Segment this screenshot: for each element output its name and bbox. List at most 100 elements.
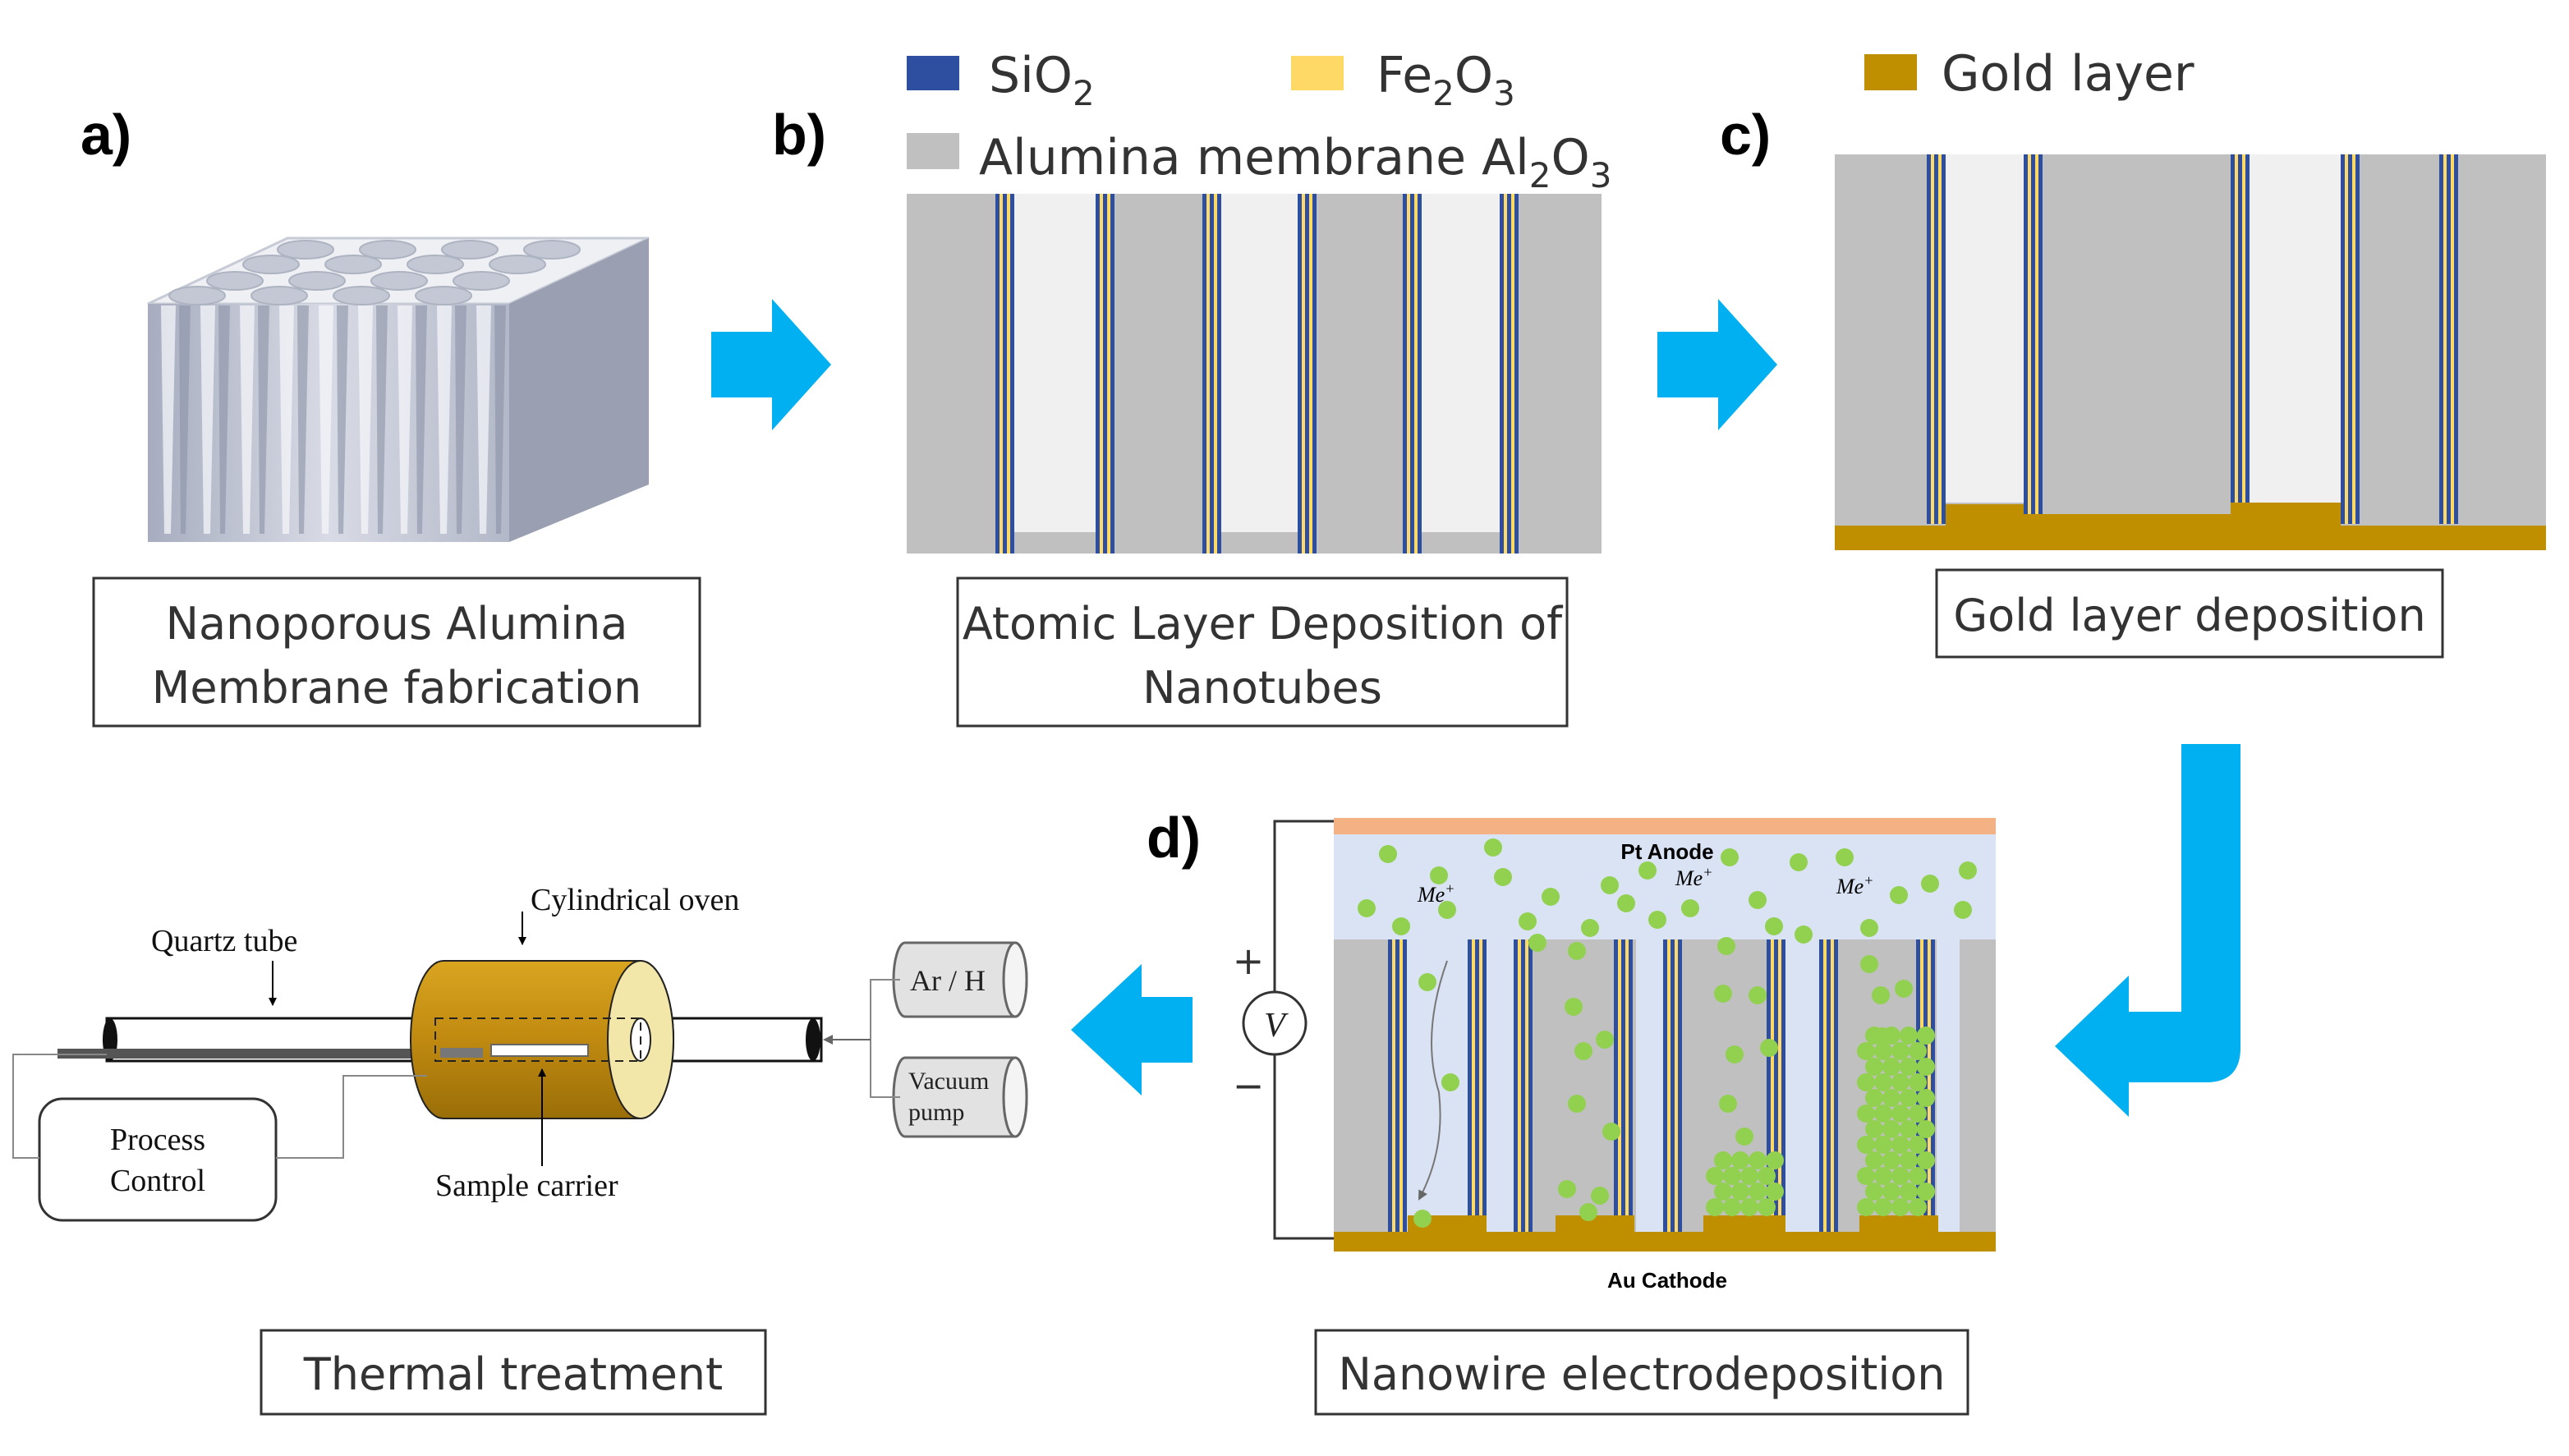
- metal-ion: [1795, 926, 1813, 944]
- metal-ion: [1542, 888, 1560, 906]
- pore-channel-highlight: [358, 305, 373, 534]
- sample-carrier: [490, 1044, 589, 1057]
- nanowire-deposit: [1882, 1058, 1900, 1076]
- control-wire-right: [276, 1075, 427, 1159]
- pore-channel-shadow: [218, 305, 230, 534]
- metal-ion: [1528, 934, 1546, 952]
- process-arrow-b-to-c: [1657, 299, 1777, 430]
- nanowire-deposit: [1917, 1027, 1935, 1045]
- nanowire-deposit: [1857, 1042, 1875, 1060]
- metal-ion: [1438, 901, 1456, 919]
- nanotube-wall-layer: [1514, 194, 1519, 553]
- legend-swatch-sio2: [907, 56, 959, 90]
- nanotube-wall-layer: [2231, 154, 2235, 524]
- nanowire-deposit: [1865, 1089, 1883, 1107]
- nanotube-wall-layer: [1511, 194, 1514, 553]
- caption-box-a: Nanoporous Alumina Membrane fabrication: [92, 576, 701, 728]
- pore-opening: [250, 286, 308, 305]
- pore-channel: [1946, 154, 2024, 503]
- pore-channel: [2250, 154, 2341, 503]
- pore-opening: [206, 271, 264, 291]
- gas-manifold: [870, 979, 900, 1098]
- gas-cylinder: [892, 941, 1028, 1018]
- nanowire-deposit: [1909, 1136, 1927, 1154]
- nanotube-wall-layer: [1778, 939, 1781, 1237]
- nanotube-wall-layer: [1472, 939, 1475, 1237]
- nanowire-deposit: [1909, 1105, 1927, 1123]
- nanotube-wall-layer: [1399, 939, 1403, 1237]
- nanowire-deposit: [1865, 1058, 1883, 1076]
- nanotube-wall-layer: [1007, 194, 1010, 553]
- metal-ion: [1596, 1031, 1614, 1049]
- gold-layer: [1835, 503, 2546, 550]
- nanowire-deposit: [1874, 1167, 1892, 1185]
- nanotube-wall-layer: [1928, 939, 1931, 1237]
- nanowire-deposit: [1917, 1120, 1935, 1138]
- nanowire-deposit: [1909, 1073, 1927, 1091]
- nanotube-wall-layer: [1110, 194, 1114, 553]
- nanotube-wall-layer: [2443, 154, 2447, 524]
- nanotube-wall-layer: [2245, 154, 2250, 524]
- nanotube-wall-layer: [2345, 154, 2348, 524]
- pore-channel-shadow: [179, 305, 191, 534]
- caption-box-b: Atomic Layer Deposition of Nanotubes: [956, 576, 1569, 728]
- process-control-box: [38, 1097, 278, 1222]
- nanowire-deposit: [1723, 1167, 1741, 1185]
- pore-channel-highlight: [161, 305, 176, 534]
- nanowire-deposit: [1766, 1183, 1784, 1201]
- nanotube-wall-layer: [2451, 154, 2454, 524]
- nanotube-wall-layer: [2031, 154, 2035, 524]
- nanotube-wall-layer: [1407, 194, 1410, 553]
- nanotube-wall-layer: [1614, 939, 1618, 1237]
- nanowire-deposit: [1882, 1027, 1900, 1045]
- nanowire-deposit: [1857, 1105, 1875, 1123]
- nanotube-wall-layer: [1403, 194, 1407, 553]
- nanowire-deposit: [1857, 1198, 1875, 1216]
- metal-ion: [1558, 1180, 1576, 1198]
- nanowire-deposit: [1891, 1105, 1910, 1123]
- process-arrow-d-to-e: [1071, 964, 1193, 1095]
- pore-channel-shadow: [416, 305, 427, 534]
- nanotube-wall-layer: [1671, 939, 1675, 1237]
- control-wire-left: [12, 1054, 107, 1159]
- panel-label-d: d): [1147, 806, 1201, 870]
- pore-channel-shadow: [337, 305, 348, 534]
- legend-swatch-gold: [1864, 54, 1917, 90]
- nanotube-wall-layer: [1403, 939, 1407, 1237]
- nanotube-wall-layer: [1934, 154, 1938, 524]
- nanotube-wall-layer: [1521, 939, 1525, 1237]
- alumina-pillar: [1960, 939, 1996, 1237]
- nanotube-wall-layer: [1482, 939, 1487, 1237]
- metal-ion: [1760, 1039, 1778, 1057]
- nanowire-deposit: [1917, 1183, 1935, 1201]
- pore-opening: [359, 240, 416, 260]
- metal-ion: [1959, 861, 1977, 880]
- nanotube-wall-layer: [995, 194, 1000, 553]
- nanotube-wall-layer: [1504, 194, 1507, 553]
- minus-terminal: −: [1233, 1063, 1265, 1108]
- metal-ion: [1721, 848, 1739, 866]
- nanowire-deposit: [1758, 1167, 1776, 1185]
- pore-opening: [523, 240, 581, 260]
- metal-ion: [1568, 942, 1586, 960]
- nanotube-wall-layer: [2447, 154, 2451, 524]
- nanotube-wall-layer: [1003, 194, 1007, 553]
- nanotube-wall-layer: [1298, 194, 1302, 553]
- metal-ion: [1484, 838, 1502, 857]
- au-cathode: [1334, 1215, 1996, 1252]
- quartz-tube-right-cap: [806, 1018, 820, 1061]
- nanotube-wall-layer: [1514, 939, 1518, 1237]
- membrane-pores: [168, 240, 581, 305]
- nanotube-wall-layer: [1927, 154, 1931, 524]
- nanotube-wall-layer: [1823, 939, 1827, 1237]
- nanowire-deposit: [1882, 1120, 1900, 1138]
- nanowire-deposit: [1909, 1198, 1927, 1216]
- nanowire-deposit: [1882, 1089, 1900, 1107]
- nanotube-wall-layer: [1618, 939, 1621, 1237]
- legend-gold: Gold layer: [1942, 45, 2194, 103]
- metal-ion: [1681, 899, 1699, 917]
- nanowire-deposit: [1731, 1151, 1749, 1169]
- nanotube-wall-layer: [2024, 154, 2028, 524]
- nanotube-wall-layer: [1000, 194, 1003, 553]
- ion-labels: Me+ Me+ Me+: [1417, 864, 1873, 907]
